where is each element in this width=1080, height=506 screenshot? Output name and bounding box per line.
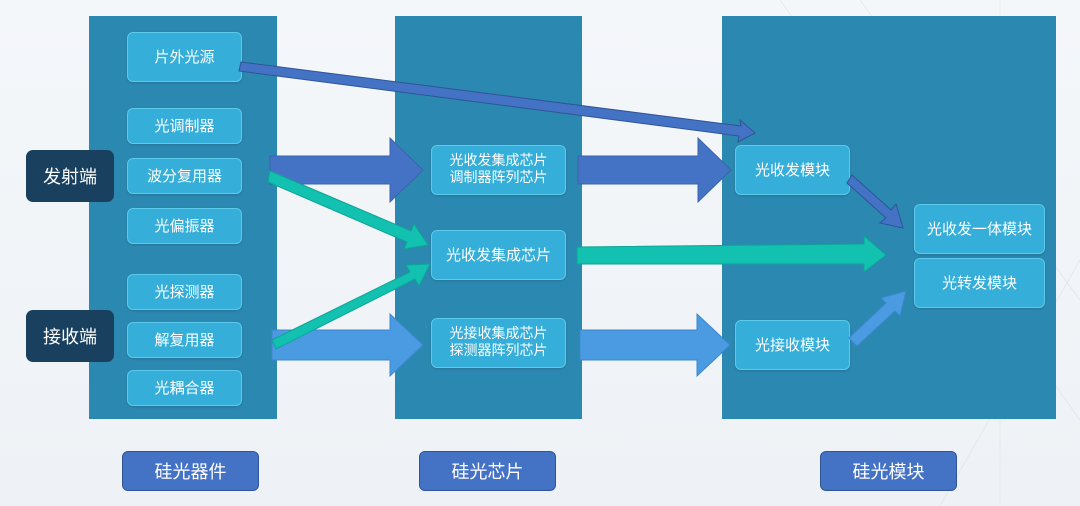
coupler-box: 光耦合器: [127, 370, 242, 406]
transmit-end-label: 发射端: [26, 150, 114, 202]
wdm-mux-box: 波分复用器: [127, 158, 242, 194]
rx-chip-box: 光接收集成芯片 探测器阵列芯片: [431, 318, 566, 368]
demux-box: 解复用器: [127, 322, 242, 358]
arrow-rx-chip-to-rx-module: [579, 312, 731, 378]
arrow-tx-chip-to-tx-module: [577, 136, 732, 204]
modulator-box: 光调制器: [127, 108, 242, 144]
transponder-module-box: 光转发模块: [914, 258, 1045, 308]
category-devices: 硅光器件: [122, 451, 259, 491]
external-light-source-box: 片外光源: [127, 32, 242, 82]
category-chips: 硅光芯片: [419, 451, 556, 491]
tx-module-box: 光收发模块: [735, 145, 850, 195]
rx-chip-line2: 探测器阵列芯片: [449, 343, 548, 359]
tx-chip-line1: 光收发集成芯片: [449, 153, 548, 169]
trx-chip-box: 光收发集成芯片: [431, 230, 566, 280]
tx-chip-box: 光收发集成芯片 调制器阵列芯片: [431, 145, 566, 195]
rx-chip-line1: 光接收集成芯片: [449, 326, 548, 342]
rx-module-box: 光接收模块: [735, 320, 850, 370]
category-modules: 硅光模块: [820, 451, 957, 491]
polarizer-box: 光偏振器: [127, 208, 242, 244]
receive-end-label: 接收端: [26, 310, 114, 362]
integrated-module-box: 光收发一体模块: [914, 204, 1045, 254]
detector-box: 光探测器: [127, 274, 242, 310]
tx-chip-line2: 调制器阵列芯片: [449, 170, 548, 186]
